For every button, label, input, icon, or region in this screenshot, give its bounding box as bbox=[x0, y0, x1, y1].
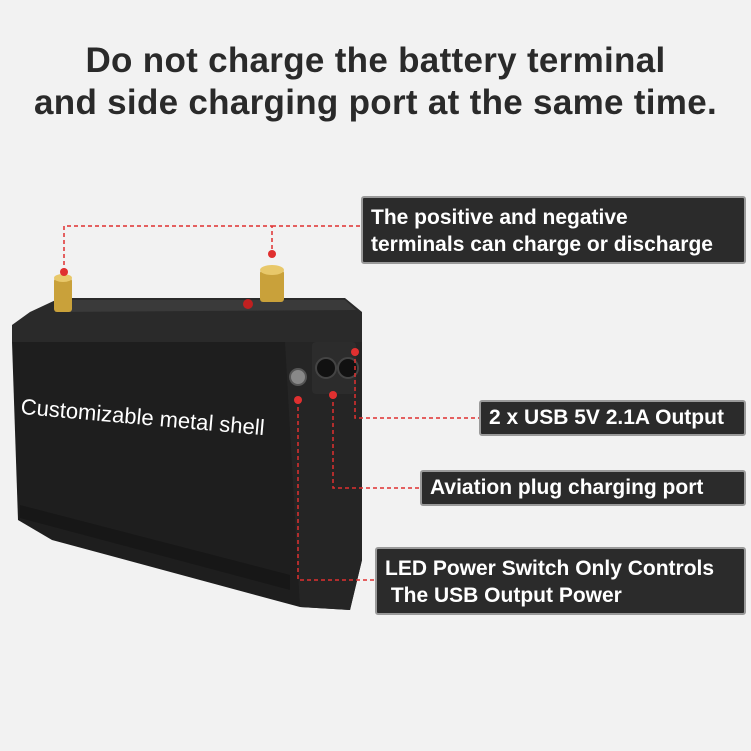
battery-body bbox=[12, 342, 362, 610]
positive-terminal bbox=[260, 270, 284, 302]
leader-dot-led-switch bbox=[294, 396, 302, 404]
callout-led-switch: LED Power Switch Only Controls The USB O… bbox=[375, 547, 746, 615]
battery-side-panel bbox=[285, 342, 362, 610]
callout-aviation-plug: Aviation plug charging port bbox=[420, 470, 746, 506]
led-power-switch bbox=[289, 368, 307, 386]
callout-usb-output: 2 x USB 5V 2.1A Output bbox=[479, 400, 746, 436]
callout-usb-output-text: 2 x USB 5V 2.1A Output bbox=[489, 406, 724, 429]
callout-aviation-plug-text: Aviation plug charging port bbox=[430, 476, 704, 499]
usb-port-cap bbox=[315, 357, 337, 379]
negative-terminal bbox=[54, 278, 72, 312]
leader-dot-usb bbox=[351, 348, 359, 356]
leader-terminals bbox=[63, 225, 361, 272]
callout-led-switch-line-1: LED Power Switch Only Controls bbox=[385, 557, 715, 580]
leader-dot-terminal-pos bbox=[268, 250, 276, 258]
callout-terminals-line-2: terminals can charge or discharge bbox=[371, 233, 713, 256]
headline: Do not charge the battery terminal and s… bbox=[0, 40, 751, 124]
leader-usb bbox=[354, 352, 479, 419]
callout-led-switch-line-2: The USB Output Power bbox=[385, 584, 622, 607]
leader-led-switch bbox=[297, 400, 375, 581]
leader-dot-aviation bbox=[329, 391, 337, 399]
battery-bottom-ridge bbox=[20, 505, 290, 590]
callout-terminals-line-1: The positive and negative bbox=[371, 206, 628, 229]
leader-dot-terminal-neg bbox=[60, 268, 68, 276]
headline-line-2: and side charging port at the same time. bbox=[34, 83, 717, 122]
callout-terminals: The positive and negative terminals can … bbox=[361, 196, 746, 264]
headline-line-1: Do not charge the battery terminal bbox=[85, 41, 666, 80]
leader-aviation bbox=[332, 395, 420, 489]
battery-lid-top bbox=[55, 300, 356, 312]
aviation-plug-cap bbox=[337, 357, 359, 379]
